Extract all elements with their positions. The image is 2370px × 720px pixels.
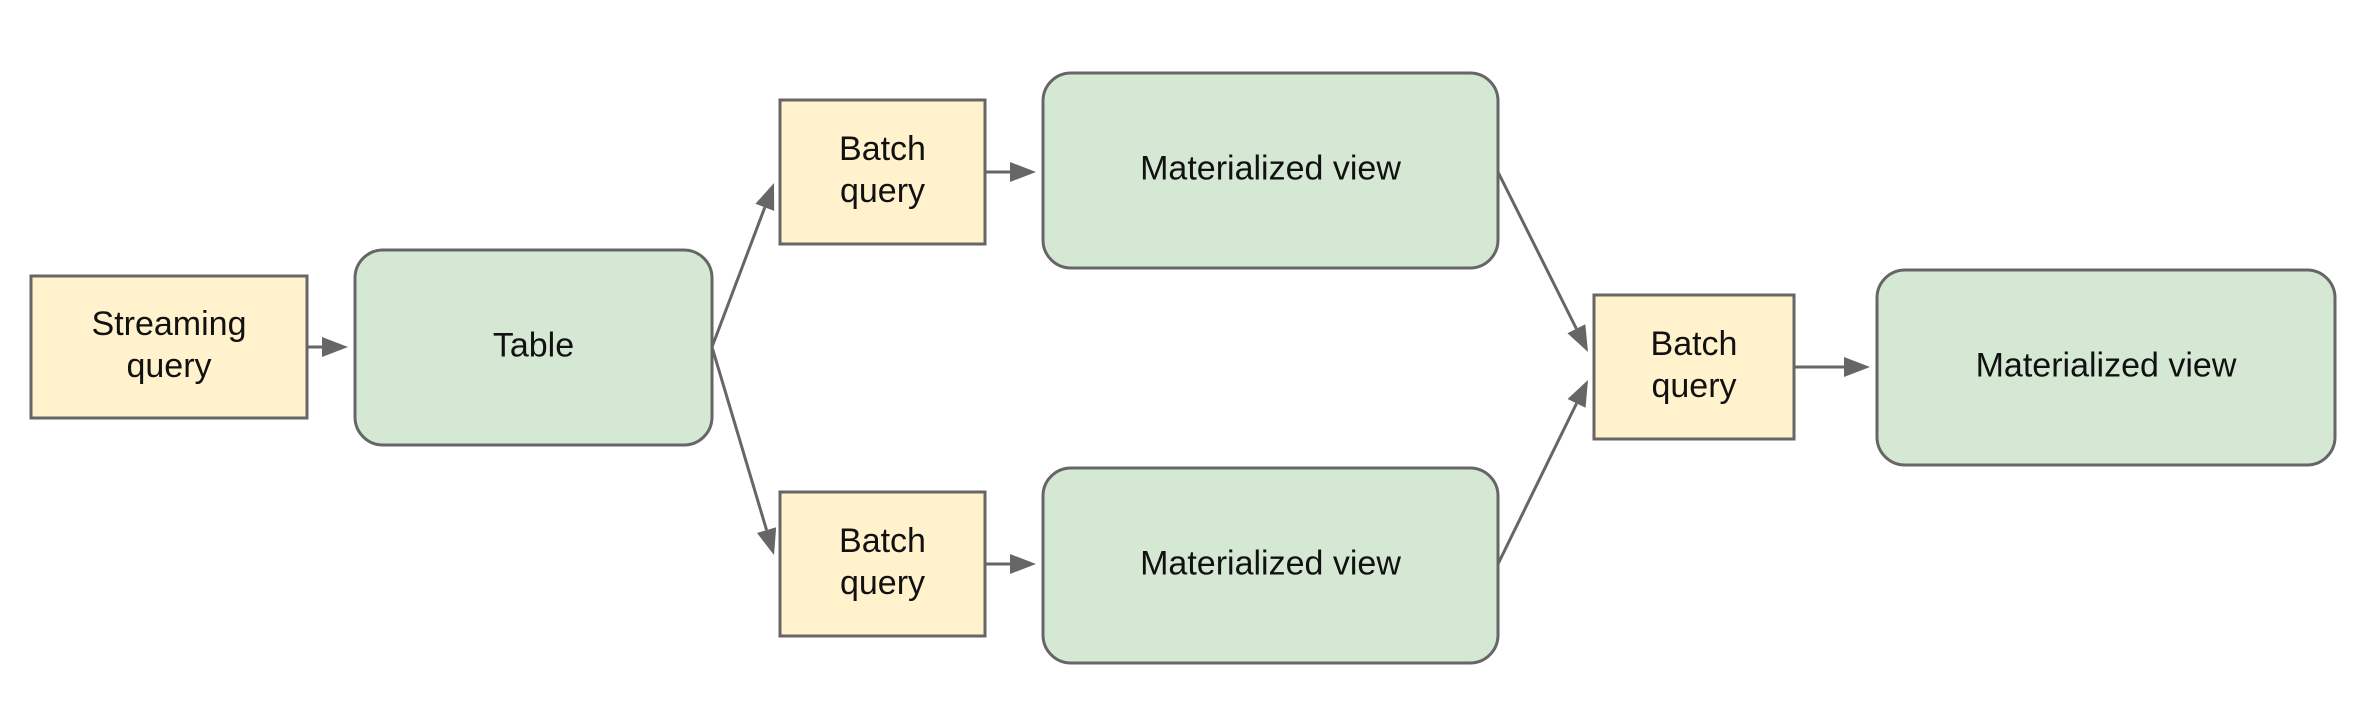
edges-layer <box>307 162 1870 574</box>
arrowhead-icon <box>1010 162 1036 182</box>
edge-line <box>710 206 767 348</box>
store-box[interactable] <box>1041 71 1500 270</box>
edge-line <box>1496 402 1578 565</box>
node-label: Table <box>493 326 574 364</box>
arrowhead-icon <box>1010 554 1036 574</box>
edge-line <box>710 346 769 531</box>
query-box[interactable] <box>778 490 987 638</box>
arrowhead-icon <box>1844 357 1870 377</box>
store-box[interactable] <box>1875 268 2337 467</box>
node-table[interactable]: Table <box>353 248 714 447</box>
node-label: Materialized view <box>1140 544 1401 582</box>
edge-materialized-view-top-to-batch-query-right <box>1496 171 1588 352</box>
edge-streaming-query-to-table <box>307 337 348 357</box>
node-materialized-view-bottom[interactable]: Materialized view <box>1041 466 1500 665</box>
node-materialized-view-top[interactable]: Materialized view <box>1041 71 1500 270</box>
edge-batch-query-bottom-to-materialized-view-bottom <box>985 554 1036 574</box>
arrowhead-icon <box>1567 380 1588 408</box>
edge-line <box>1496 171 1578 330</box>
query-box[interactable] <box>29 274 309 420</box>
arrowhead-icon <box>755 183 775 211</box>
edge-table-to-batch-query-top <box>710 183 775 348</box>
arrowhead-icon <box>756 527 777 555</box>
edge-table-to-batch-query-bottom <box>710 346 777 555</box>
node-label: Materialized view <box>1976 346 2237 384</box>
edge-materialized-view-bottom-to-batch-query-right <box>1496 380 1588 565</box>
query-box[interactable] <box>1592 293 1796 441</box>
store-box[interactable] <box>353 248 714 447</box>
edge-batch-query-top-to-materialized-view-top <box>985 162 1036 182</box>
node-label: Materialized view <box>1140 149 1401 187</box>
store-box[interactable] <box>1041 466 1500 665</box>
arrowhead-icon <box>1567 324 1588 352</box>
query-box[interactable] <box>778 98 987 246</box>
edge-batch-query-right-to-materialized-view-right <box>1794 357 1870 377</box>
arrowhead-icon <box>322 337 348 357</box>
node-materialized-view-right[interactable]: Materialized view <box>1875 268 2337 467</box>
